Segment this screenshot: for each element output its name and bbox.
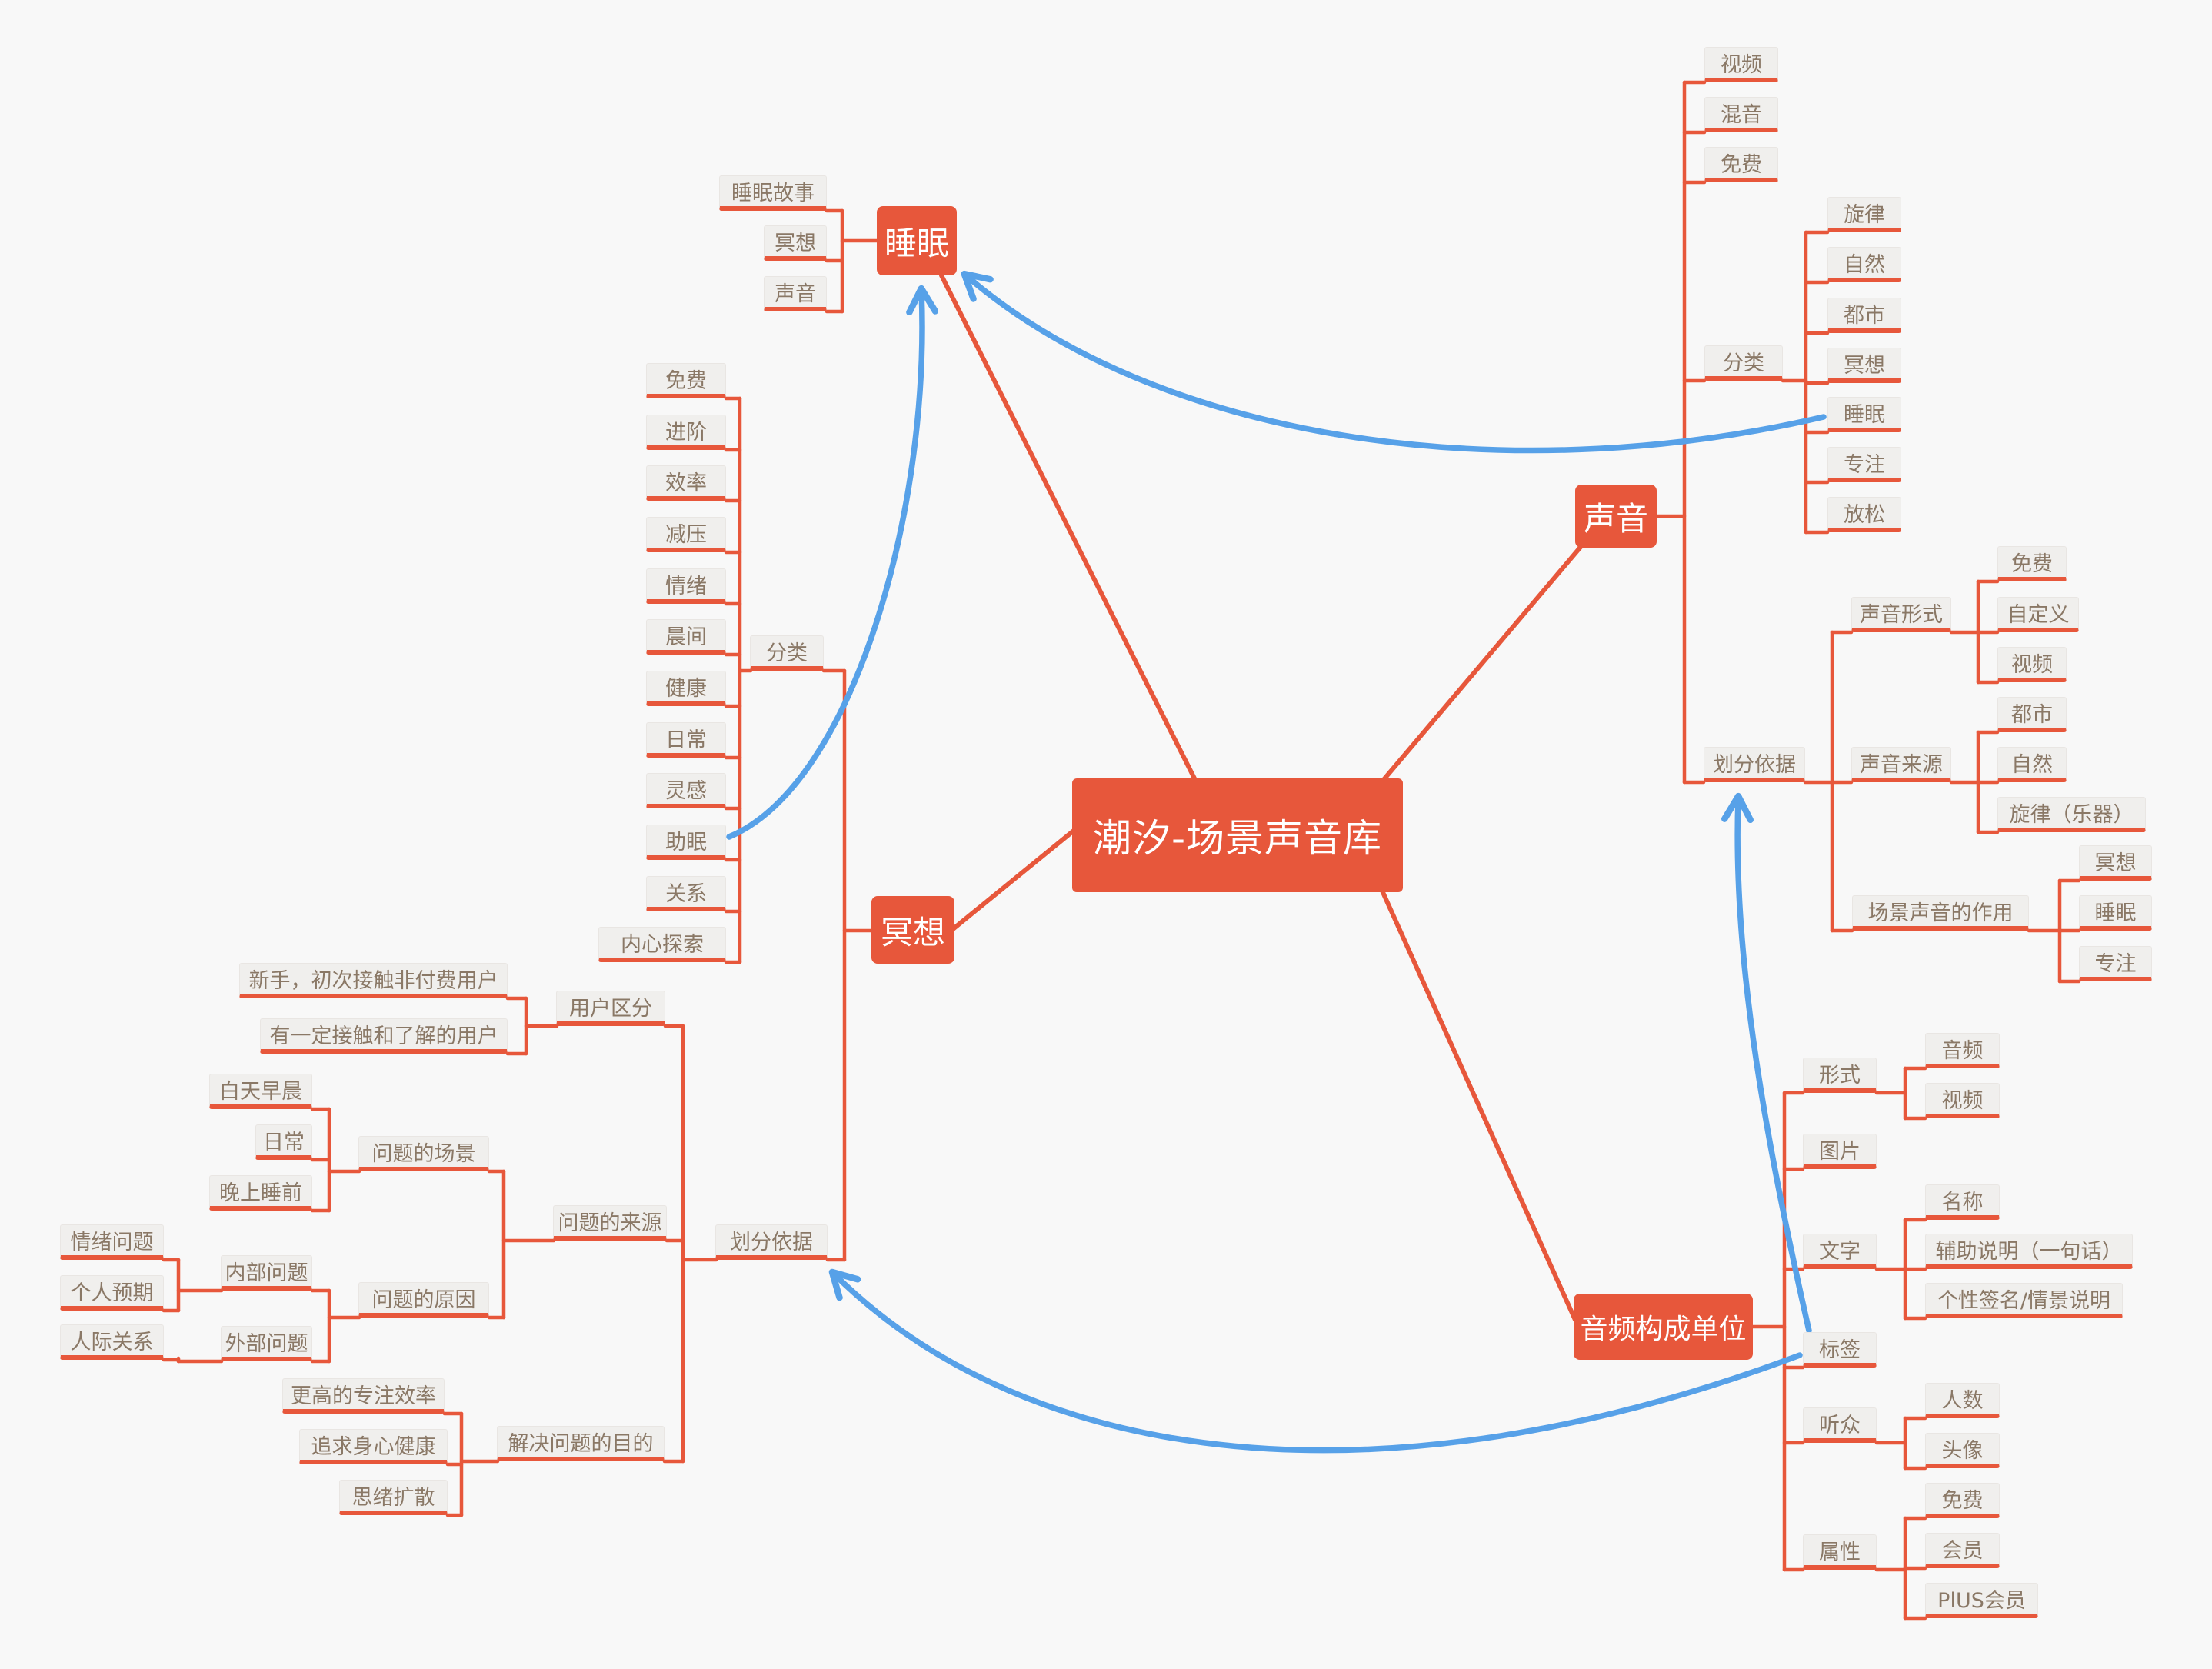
mindmap-node-solve[interactable]: 解决问题的目的 [497,1426,665,1461]
mindmap-node-prob_src[interactable]: 问题的来源 [553,1205,667,1241]
mindmap-node-scene_daily[interactable]: 日常 [255,1124,312,1160]
mindmap-node-cat_relation[interactable]: 关系 [646,876,726,911]
mindmap-node-sc_melody[interactable]: 旋律 [1827,197,1901,232]
mindmap-node-sleep_snd[interactable]: 声音 [764,276,827,311]
mindmap-node-solve_diverge[interactable]: 思绪扩散 [339,1480,448,1515]
mindmap-node-cat_inner[interactable]: 内心探索 [598,927,726,962]
mindmap-node-eff_med[interactable]: 冥想 [2079,845,2152,881]
mindmap-node-au_form[interactable]: 形式 [1803,1058,1877,1093]
mindmap-node-cat_daily[interactable]: 日常 [646,722,726,758]
mindmap-node-meditation[interactable]: 冥想 [871,896,954,964]
mindmap-node-aut_desc[interactable]: 辅助说明（一句话） [1925,1234,2133,1269]
mindmap-node-cat_destress[interactable]: 减压 [646,517,726,552]
mindmap-node-scene_night[interactable]: 晚上睡前 [209,1175,312,1211]
mindmap-node-sc_sleep[interactable]: 睡眠 [1827,397,1901,432]
mindmap-node-sc_urban[interactable]: 都市 [1827,298,1901,333]
mindmap-node-sc_mix[interactable]: 混音 [1704,97,1778,132]
mindmap-node-sc_relax[interactable]: 放松 [1827,497,1901,532]
mindmap-node-reason[interactable]: 问题的原因 [358,1282,489,1318]
mindmap-node-cat_morning[interactable]: 晨间 [646,619,726,655]
mindmap-node-src_melody[interactable]: 旋律（乐器） [1997,797,2146,832]
branch-connectors [162,80,2081,1621]
relationship-arrow-cat_sleepaid-to-sleep [726,285,939,840]
relationship-arrow-au_tag-to-snd_basis [1721,792,1812,1334]
mindmap-node-cat_health[interactable]: 健康 [646,671,726,706]
mindmap-node-form_video[interactable]: 视频 [1997,647,2067,682]
mindmap-node-root[interactable]: 潮汐-场景声音库 [1072,778,1403,892]
mindmap-node-med_cat[interactable]: 分类 [750,635,824,671]
mindmap-node-form[interactable]: 声音形式 [1851,597,1951,632]
mindmap-node-med_basis[interactable]: 划分依据 [715,1224,828,1260]
mindmap-node-au_text[interactable]: 文字 [1803,1234,1877,1269]
mindmap-node-external[interactable]: 外部问题 [221,1326,312,1361]
mindmap-node-effect[interactable]: 场景声音的作用 [1852,895,2029,931]
mindmap-node-sleep[interactable]: 睡眠 [877,206,957,275]
mindmap-node-aut_sign[interactable]: 个性签名/情景说明 [1925,1283,2123,1318]
mindmap-node-au_attr[interactable]: 属性 [1803,1534,1877,1570]
mindmap-node-snd_cat[interactable]: 分类 [1704,345,1783,381]
relationship-arrow-au_tag-to-med_basis [828,1268,1803,1454]
relationship-arrow-sc_sleep-to-sleep [961,270,1827,454]
mindmap-node-int_emotion[interactable]: 情绪问题 [60,1224,164,1260]
mindmap-node-form_custom[interactable]: 自定义 [1997,597,2079,632]
mindmap-node-scene_day[interactable]: 白天早晨 [209,1074,312,1109]
mindmap-node-us_known[interactable]: 有一定接触和了解的用户 [260,1018,508,1054]
mindmap-node-src_nature[interactable]: 自然 [1997,747,2067,782]
mindmap-node-int_expect[interactable]: 个人预期 [60,1275,164,1311]
mindmap-node-cat_free[interactable]: 免费 [646,363,726,398]
mindmap-node-au_aud[interactable]: 听众 [1803,1407,1877,1443]
mindmap-node-aup_member[interactable]: 会员 [1925,1533,2000,1568]
mindmap-node-sc_video[interactable]: 视频 [1704,47,1778,82]
mindmap-node-scene[interactable]: 问题的场景 [358,1136,489,1171]
mindmap-node-cat_inspire[interactable]: 灵感 [646,773,726,808]
mindmap-node-eff_focus[interactable]: 专注 [2079,946,2152,981]
mindmap-node-cat_sleepaid[interactable]: 助眠 [646,825,726,860]
mindmap-node-eff_sleep[interactable]: 睡眠 [2079,895,2152,931]
mindmap-node-solve_focus[interactable]: 更高的专注效率 [282,1378,445,1414]
mindmap-node-sc_free[interactable]: 免费 [1704,147,1778,182]
mindmap-node-sc_nature[interactable]: 自然 [1827,247,1901,282]
mindmap-node-us_new[interactable]: 新手，初次接触非付费用户 [239,963,508,998]
mindmap-node-snd_basis[interactable]: 划分依据 [1704,747,1805,782]
mindmap-node-aup_plus[interactable]: PlUS会员 [1925,1583,2038,1618]
mindmap-node-src[interactable]: 声音来源 [1851,747,1951,782]
mindmap-node-auf_video[interactable]: 视频 [1925,1083,2000,1118]
mindmap-node-aua_count[interactable]: 人数 [1925,1383,2000,1418]
mindmap-node-solve_health[interactable]: 追求身心健康 [299,1429,448,1464]
mindmap-node-au_tag[interactable]: 标签 [1803,1332,1877,1368]
mindmap-node-src_urban[interactable]: 都市 [1997,697,2067,732]
mindmap-node-sc_focus[interactable]: 专注 [1827,447,1901,482]
mindmap-node-aua_avatar[interactable]: 头像 [1925,1433,2000,1468]
mindmap-node-ext_relation[interactable]: 人际关系 [60,1324,164,1360]
mindmap-node-user_split[interactable]: 用户区分 [556,991,665,1026]
relationship-links [726,270,1827,1454]
mindmap-node-auf_audio[interactable]: 音频 [1925,1033,2000,1068]
mindmap-node-sleep_story[interactable]: 睡眠故事 [719,175,827,211]
mindmap-node-sc_med[interactable]: 冥想 [1827,348,1901,383]
mindmap-node-form_free[interactable]: 免费 [1997,546,2067,581]
mindmap-node-audio_unit[interactable]: 音频构成单位 [1574,1294,1753,1360]
mindmap-node-cat_emotion[interactable]: 情绪 [646,568,726,604]
mindmap-node-aup_free[interactable]: 免费 [1925,1483,2000,1518]
mindmap-node-aut_name[interactable]: 名称 [1925,1184,2000,1220]
mindmap-node-au_img[interactable]: 图片 [1803,1134,1877,1169]
mindmap-node-sleep_med[interactable]: 冥想 [764,225,827,261]
mindmap-node-internal[interactable]: 内部问题 [221,1255,312,1291]
mindmap-node-sound[interactable]: 声音 [1575,485,1657,548]
mindmap-node-cat_eff[interactable]: 效率 [646,465,726,501]
mindmap-node-cat_adv[interactable]: 进阶 [646,415,726,450]
